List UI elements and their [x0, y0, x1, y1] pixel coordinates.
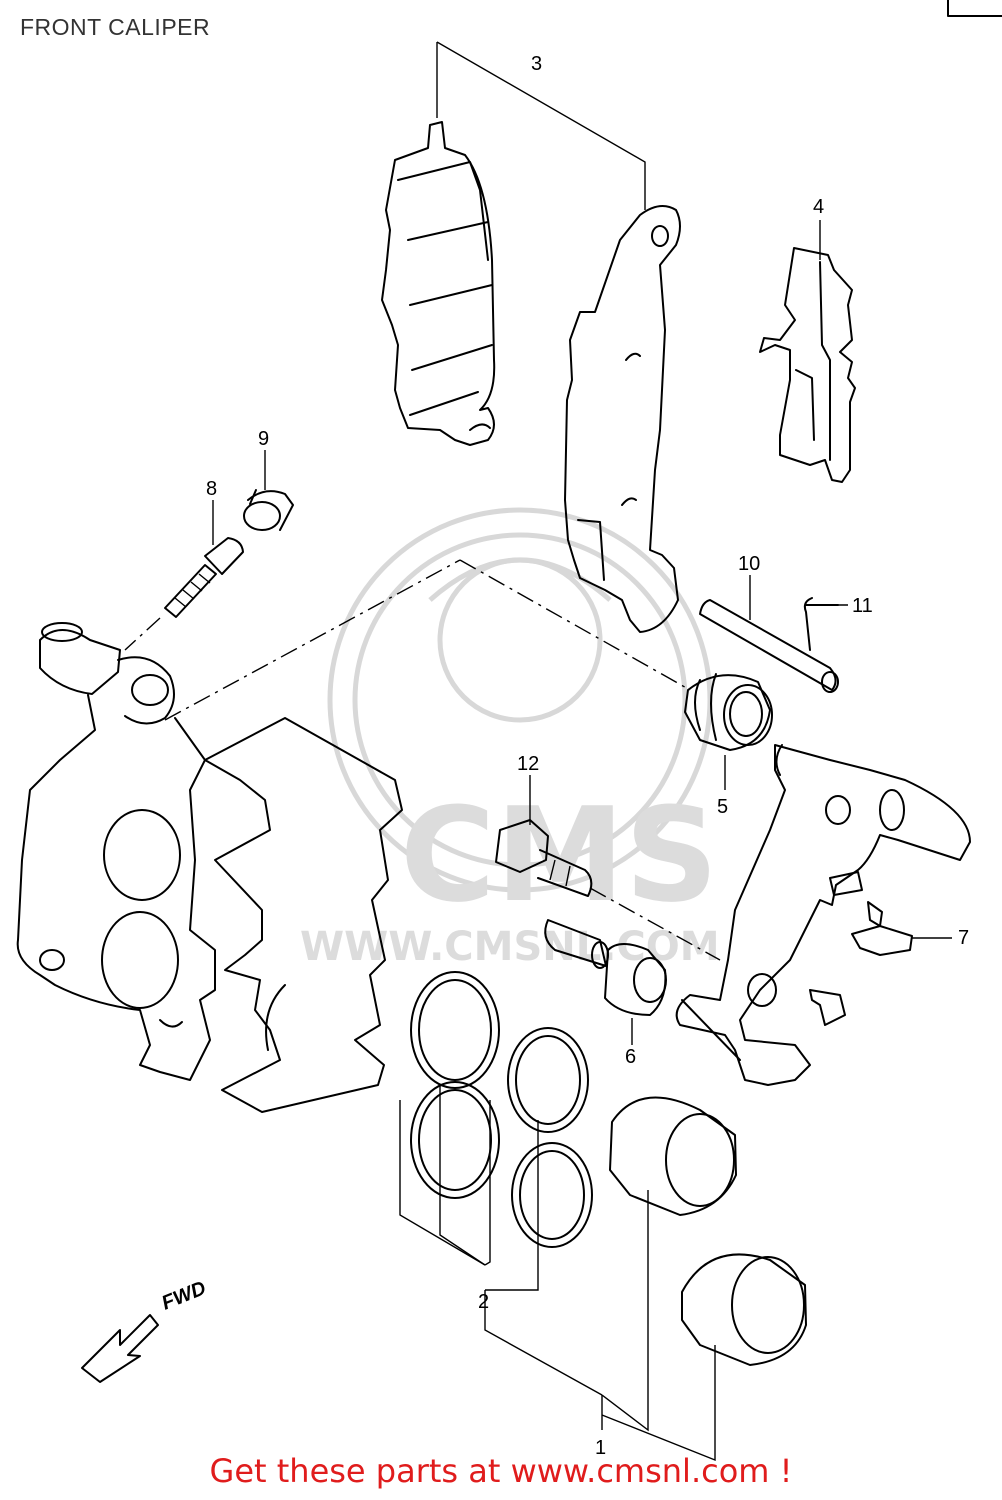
fwd-label: FWD: [159, 1277, 209, 1314]
dust-boot: [684, 673, 773, 751]
callout-7: 7: [958, 927, 969, 949]
callout-9: 9: [258, 428, 269, 450]
caliper-body: [16, 622, 403, 1113]
pad-spring: [759, 247, 856, 483]
watermark-url-text: WWW.CMSNL.COM: [300, 924, 720, 970]
callout-3: 3: [531, 53, 542, 75]
alignment-lines: [124, 559, 721, 961]
forward-arrow: FWD: [81, 1277, 209, 1383]
pin-clip: [803, 597, 839, 651]
page-title: FRONT CALIPER: [20, 14, 211, 40]
piston-seals: [410, 971, 593, 1248]
callout-10: 10: [738, 553, 760, 575]
watermark-logo: CMS WWW.CMSNL.COM: [300, 507, 720, 970]
retainer-clip: [851, 901, 913, 956]
brake-pad-inner: [564, 205, 681, 633]
callout-labels: 1 2 3 4 5 6 7 8 9 10 11 12: [206, 53, 969, 1459]
pad-pin: [699, 599, 839, 693]
callout-1: 1: [595, 1437, 606, 1459]
callout-5: 5: [717, 796, 728, 818]
callout-11: 11: [852, 595, 873, 617]
leader-lines: [212, 41, 952, 1462]
brake-pad-outer: [381, 121, 496, 446]
callout-4: 4: [813, 196, 824, 218]
watermark-logo-text: CMS: [400, 779, 718, 931]
footer-link-text[interactable]: Get these parts at www.cmsnl.com !: [209, 1452, 793, 1490]
pistons: [609, 1096, 807, 1366]
frame-corner: [947, 0, 1002, 17]
slide-pin: [544, 919, 667, 1016]
callout-6: 6: [625, 1046, 636, 1068]
callout-12: 12: [517, 753, 539, 775]
callout-8: 8: [206, 478, 217, 500]
bleeder-screw: [164, 537, 244, 618]
bleeder-cap: [243, 489, 294, 531]
caliper-bracket: [675, 744, 971, 1086]
callout-2: 2: [478, 1291, 489, 1313]
